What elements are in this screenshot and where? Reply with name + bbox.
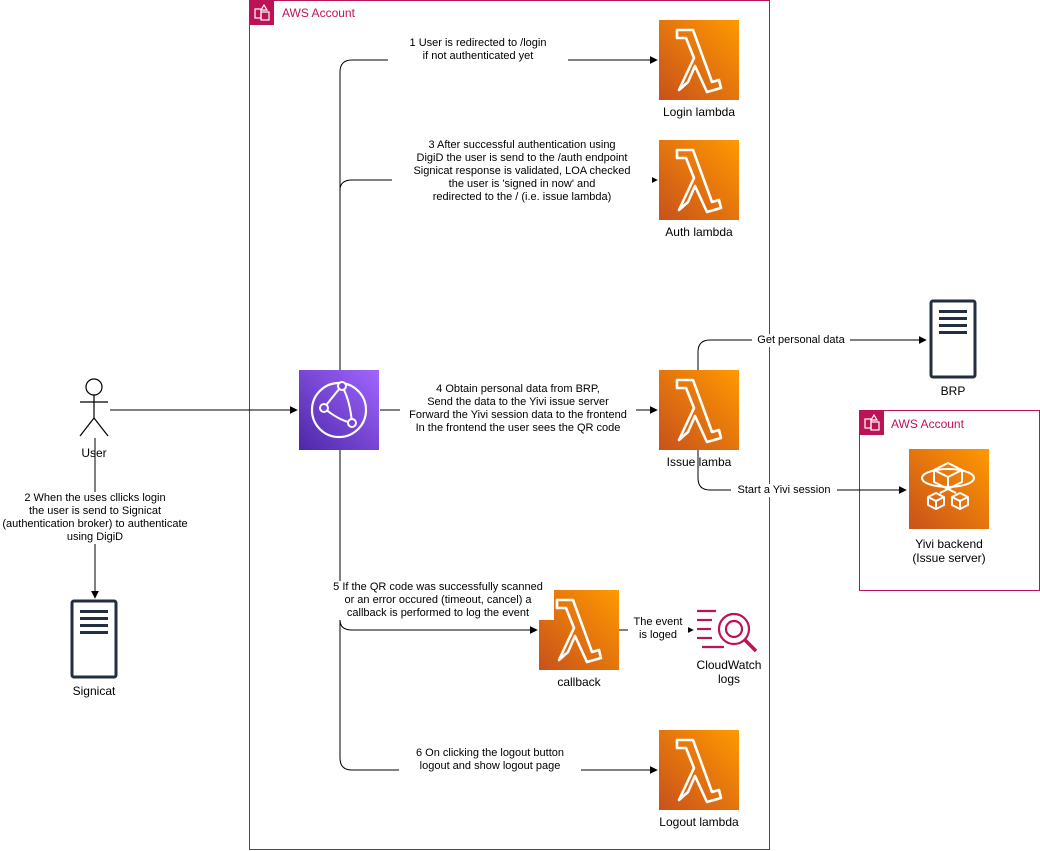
- signicat-label: Signicat: [72, 684, 116, 698]
- signicat-server-icon: [70, 599, 118, 679]
- yivi-backend-label: Yivi backend (Issue server): [912, 537, 986, 565]
- aws-account-title-yivi: AWS Account: [891, 417, 964, 431]
- edge-label-start-session: Start a Yivi session: [731, 484, 837, 497]
- auth-lambda-icon: [659, 140, 739, 220]
- aws-account-group-main: [249, 0, 770, 850]
- user-actor-icon: [79, 378, 109, 437]
- edge-label-step3: 3 After successful authentication using …: [392, 139, 652, 204]
- aws-account-title-main: AWS Account: [282, 6, 355, 20]
- brp-server-icon: [929, 299, 977, 379]
- callback-lambda-label: callback: [557, 675, 601, 689]
- edge-step3: [339, 176, 658, 191]
- edge-step6: [339, 620, 658, 774]
- login-lambda-label: Login lambda: [662, 105, 736, 119]
- edge-label-step5: 5 If the QR code was successfully scanne…: [322, 581, 554, 620]
- edge-label-get-personal-data: Get personal data: [752, 334, 850, 347]
- edge-label-step2: 2 When the uses cllicks login the user i…: [0, 492, 190, 544]
- edge-step1: [339, 56, 658, 370]
- auth-lambda-label: Auth lambda: [665, 225, 733, 239]
- edge-start-session: [697, 450, 907, 494]
- cloudwatch-logs-icon: [697, 609, 758, 653]
- logout-lambda-icon: [659, 730, 739, 810]
- issue-lambda-icon: [659, 370, 739, 450]
- edge-label-step1: 1 User is redirected to /login if not au…: [388, 37, 568, 63]
- aws-account-icon: [864, 413, 880, 431]
- issue-lambda-label: Issue lamba: [666, 455, 732, 469]
- brp-label: BRP: [940, 384, 966, 398]
- yivi-backend-icon: [909, 449, 989, 529]
- aws-account-icon: [254, 3, 270, 21]
- cloudwatch-logs-label: CloudWatch logs: [696, 658, 762, 686]
- edge-label-step4: 4 Obtain personal data from BRP, Send th…: [400, 383, 636, 435]
- edge-label-event-logged: The event is loged: [628, 616, 688, 642]
- user-label: User: [81, 446, 107, 460]
- logout-lambda-label: Logout lambda: [659, 815, 739, 829]
- edge-get-personal-data: [697, 336, 927, 370]
- login-lambda-icon: [659, 20, 739, 100]
- cloudfront-icon: [299, 370, 379, 450]
- edge-label-step6: 6 On clicking the logout button logout a…: [399, 747, 581, 773]
